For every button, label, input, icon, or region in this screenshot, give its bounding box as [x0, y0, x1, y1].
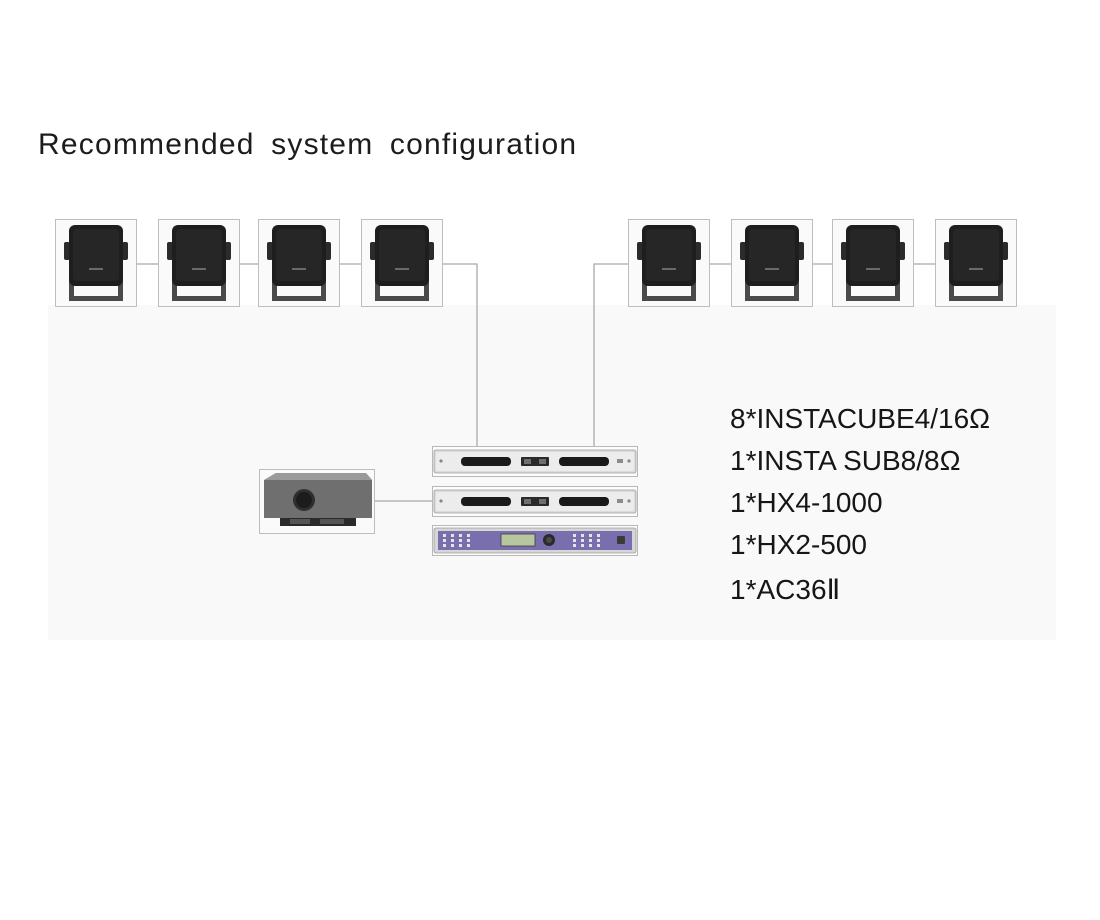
speaker-right-3 [832, 219, 914, 307]
diagram-title: Recommended system configuration [38, 128, 578, 161]
speaker-left-1 [55, 219, 137, 307]
component-item-processor: 1*AC36Ⅱ [730, 574, 841, 605]
component-item-speakers: 8*INSTACUBE4/16Ω [730, 403, 991, 434]
speaker-right-1 [628, 219, 710, 307]
subwoofer [259, 469, 375, 534]
speaker-left-3 [258, 219, 340, 307]
processor-ac36 [432, 525, 638, 556]
component-item-subwoofer: 1*INSTA SUB8/8Ω [730, 445, 961, 476]
speaker-right-2 [731, 219, 813, 307]
amplifier-hx4-1000 [432, 446, 638, 477]
amplifier-hx2-500 [432, 486, 638, 517]
cable-right-to-amp [593, 263, 628, 447]
component-item-amplifier-2: 1*HX2-500 [730, 529, 867, 560]
component-list: 8*INSTACUBE4/16Ω 1*INSTA SUB8/8Ω 1*HX4-1… [730, 398, 990, 611]
cable-left-to-amp [443, 263, 478, 447]
speaker-left-4 [361, 219, 443, 307]
component-item-amplifier-1: 1*HX4-1000 [730, 487, 883, 518]
speaker-right-4 [935, 219, 1017, 307]
speaker-left-2 [158, 219, 240, 307]
